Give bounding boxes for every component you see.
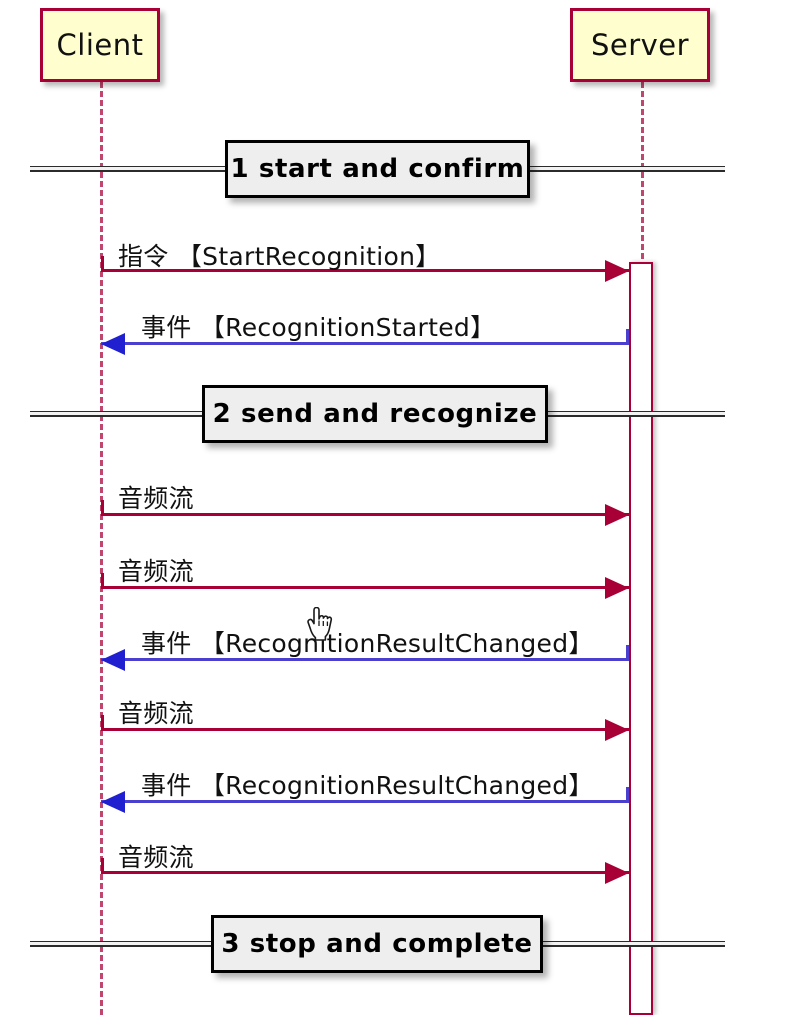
- message-origin-tick: [626, 787, 629, 801]
- reply-arrow-line: [101, 800, 629, 803]
- reply-arrow-line: [101, 658, 629, 661]
- message-origin-tick: [101, 573, 104, 587]
- divider-label-box: 3 stop and complete: [211, 915, 543, 973]
- arrowhead-left-icon: [101, 649, 125, 671]
- arrowhead-right-icon: [605, 577, 629, 599]
- request-arrow-line: [101, 269, 629, 272]
- message-origin-tick: [626, 645, 629, 659]
- arrowhead-right-icon: [605, 504, 629, 526]
- message-origin-tick: [101, 715, 104, 729]
- participant-client[interactable]: Client: [40, 8, 160, 82]
- message-label: 指令 【StartRecognition】: [118, 242, 441, 271]
- request-arrow-line: [101, 513, 629, 516]
- reply-arrow-line: [101, 342, 629, 345]
- divider-label-text: 3 stop and complete: [221, 929, 533, 959]
- message-label: 事件 【RecognitionResultChanged】: [141, 771, 594, 800]
- message-label: 事件 【RecognitionStarted】: [141, 313, 496, 342]
- message-label: 音频流: [118, 843, 194, 872]
- arrowhead-right-icon: [605, 719, 629, 741]
- arrowhead-left-icon: [101, 791, 125, 813]
- message-label: 音频流: [118, 557, 194, 586]
- participant-client-label: Client: [56, 28, 144, 62]
- message-origin-tick: [101, 500, 104, 514]
- lifeline-client: [100, 82, 103, 1015]
- message-origin-tick: [101, 858, 104, 872]
- message-label: 音频流: [118, 484, 194, 513]
- arrowhead-right-icon: [605, 260, 629, 282]
- participant-server-label: Server: [590, 28, 690, 62]
- divider-label-box: 2 send and recognize: [202, 385, 548, 443]
- arrowhead-left-icon: [101, 333, 125, 355]
- divider-label-box: 1 start and confirm: [225, 140, 530, 198]
- message-label: 音频流: [118, 699, 194, 728]
- divider-label-text: 2 send and recognize: [212, 399, 538, 429]
- request-arrow-line: [101, 586, 629, 589]
- participant-server[interactable]: Server: [570, 8, 710, 82]
- request-arrow-line: [101, 728, 629, 731]
- divider-label-text: 1 start and confirm: [230, 154, 525, 184]
- message-origin-tick: [101, 256, 104, 270]
- message-label: 事件 【RecognitionResultChanged】: [141, 629, 594, 658]
- arrowhead-right-icon: [605, 862, 629, 884]
- request-arrow-line: [101, 871, 629, 874]
- activation-bar: [629, 262, 653, 1015]
- message-origin-tick: [626, 329, 629, 343]
